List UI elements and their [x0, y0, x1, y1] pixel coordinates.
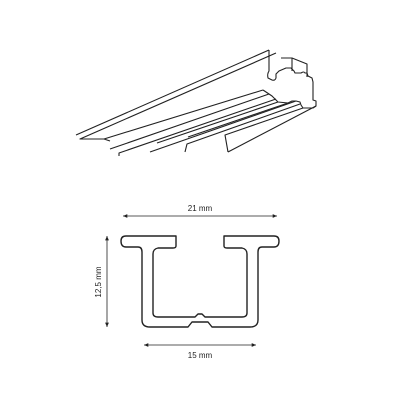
rail-flange-line-4 [156, 101, 279, 144]
rail-cross-section [120, 235, 280, 328]
rail-end-profile [262, 50, 317, 109]
dimension-height: 12,5 mm [94, 236, 109, 327]
rail-bottom-line [227, 105, 317, 153]
rail-top-edge-1 [75, 49, 270, 136]
dimension-label-height: 12,5 mm [94, 266, 103, 297]
rail-inner-edge-1 [281, 57, 308, 77]
rail-flange-line-5 [187, 102, 289, 138]
rail-groove-line-2 [184, 103, 301, 153]
rail-groove-line-1 [149, 100, 297, 153]
rail-groove-line-3 [224, 107, 304, 153]
dimension-label-top-width: 21 mm [188, 204, 213, 213]
rail-flange-line-2 [109, 93, 270, 150]
rail-flange-line-3 [118, 98, 277, 156]
rail-flange-line-1 [103, 89, 264, 142]
rail-top-edge-2 [79, 52, 277, 140]
dimension-bottom-width: 15 mm [144, 343, 256, 360]
dimension-label-bottom-width: 15 mm [188, 351, 213, 360]
dimension-top-width: 21 mm [123, 204, 277, 218]
rail-perspective-view [75, 49, 317, 156]
